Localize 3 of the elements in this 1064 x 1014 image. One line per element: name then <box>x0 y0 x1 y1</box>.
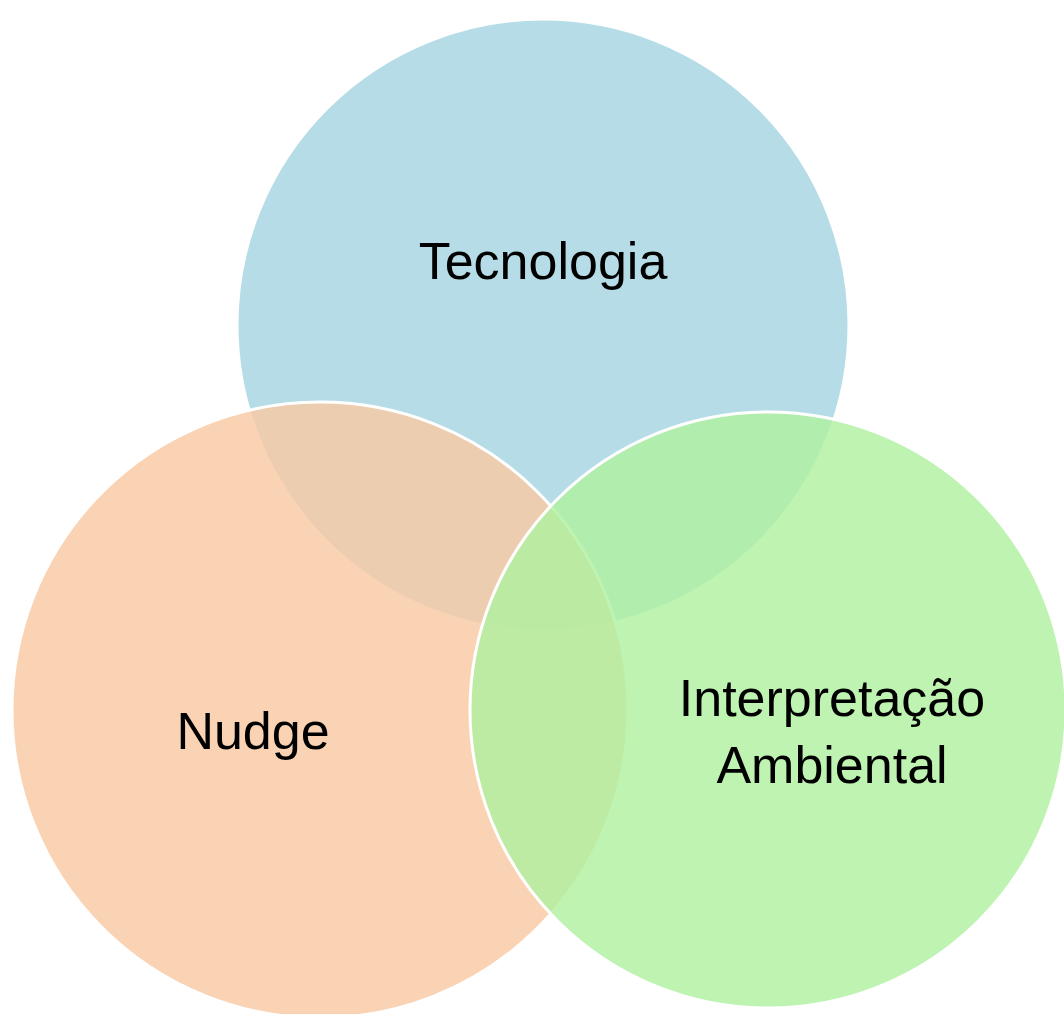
circle-label: Interpretação Ambiental <box>677 667 987 797</box>
circle-label: Nudge <box>175 701 331 762</box>
circle-label: Tecnologia <box>417 231 669 292</box>
